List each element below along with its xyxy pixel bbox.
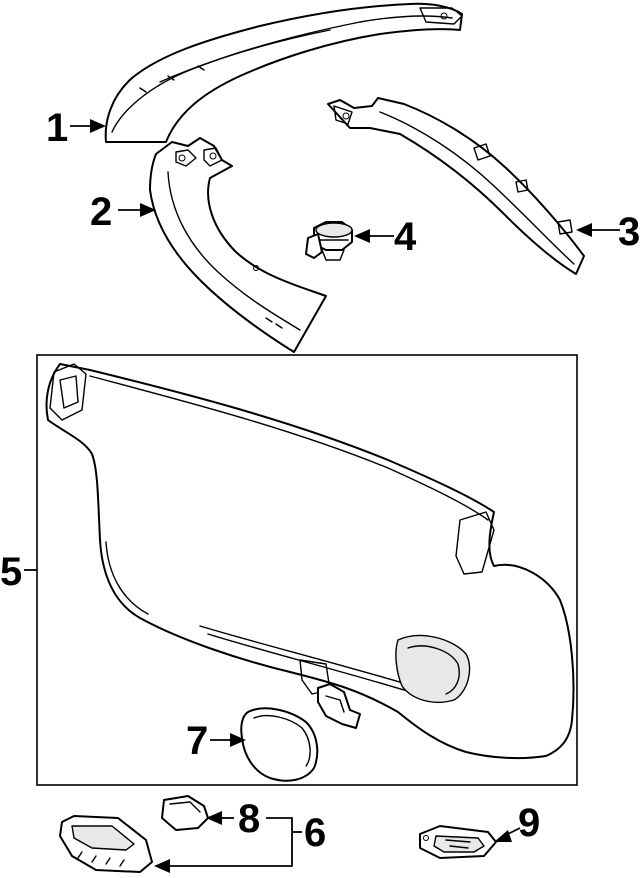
callout-3-leader <box>576 223 620 237</box>
callout-7-leader <box>210 733 246 747</box>
callout-5-label: 5 <box>0 550 22 594</box>
callout-8-label: 8 <box>238 797 260 841</box>
part-5-liftgate-panel[interactable] <box>45 363 575 760</box>
part-7-access-cover[interactable] <box>240 707 319 782</box>
callout-7-label: 7 <box>186 719 208 763</box>
callout-3-label: 3 <box>618 210 640 254</box>
part-1-upper-molding[interactable] <box>104 2 463 143</box>
part-6-pull-handle[interactable] <box>59 815 153 873</box>
part-3-pillar-trim[interactable] <box>327 97 585 275</box>
callout-2-label: 2 <box>90 190 112 234</box>
callout-9-leader <box>494 827 521 842</box>
callout-6-bracket <box>154 817 302 873</box>
callout-1-label: 1 <box>46 106 68 150</box>
callout-4-leader <box>354 229 394 243</box>
callout-8-leader <box>206 811 234 825</box>
callout-9-label: 9 <box>518 801 540 845</box>
part-9-lamp[interactable] <box>419 825 497 859</box>
part-8-small-cover[interactable] <box>161 795 209 831</box>
callout-6-label: 6 <box>304 811 326 855</box>
callout-2-leader <box>118 203 156 217</box>
part-4-clip[interactable] <box>305 221 353 261</box>
callout-1-leader <box>70 119 106 133</box>
callout-4-label: 4 <box>394 215 417 259</box>
part-2-pillar-trim[interactable] <box>149 137 327 353</box>
